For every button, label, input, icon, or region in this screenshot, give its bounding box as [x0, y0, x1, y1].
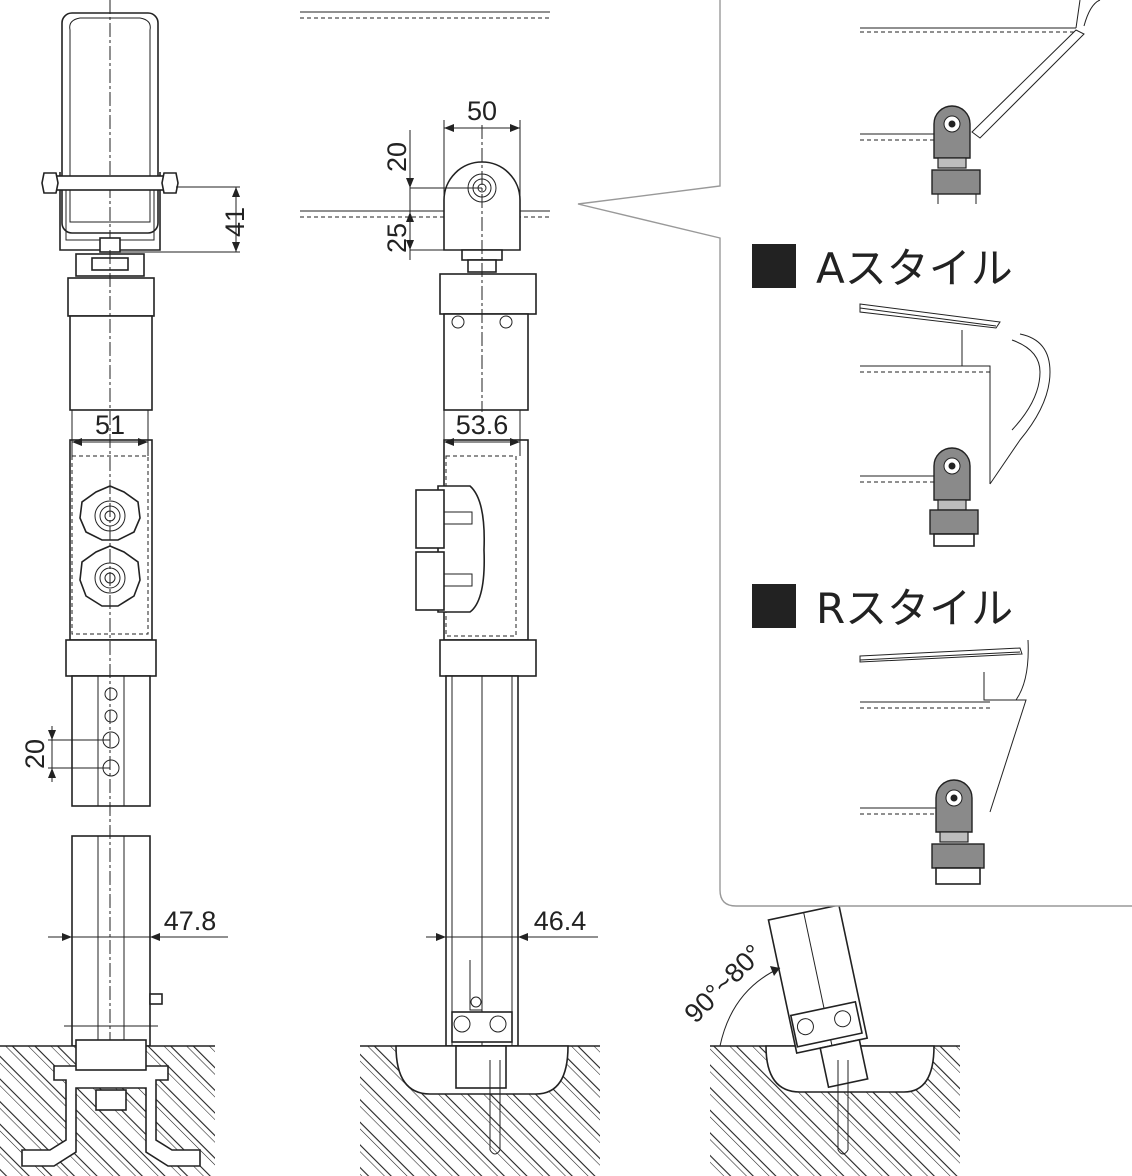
dimension-lines — [48, 120, 598, 941]
callout-panel: Aスタイル Rスタイル — [577, 0, 1132, 907]
side-view-left — [0, 0, 240, 1176]
dim-51: 51 — [95, 410, 125, 440]
tilted-view-bottom — [710, 904, 960, 1176]
r-style-drawing — [859, 639, 1029, 885]
a-style-drawing — [859, 303, 1051, 547]
dim-25: 25 — [382, 223, 412, 253]
dim-41: 41 — [220, 207, 250, 237]
a-style-marker-icon — [752, 244, 796, 288]
dim-50: 50 — [467, 96, 497, 126]
dim-47-8: 47.8 — [164, 906, 217, 936]
dim-20-top: 20 — [382, 142, 412, 172]
dim-46-4: 46.4 — [534, 906, 587, 936]
r-style-marker-icon — [752, 584, 796, 628]
r-style-title: Rスタイル — [816, 584, 1013, 633]
dim-20-holes: 20 — [20, 739, 50, 769]
a-style-title: Aスタイル — [816, 244, 1013, 293]
style-top-partial — [860, 0, 1101, 204]
front-view-middle — [300, 11, 600, 1176]
dim-53-6: 53.6 — [456, 410, 509, 440]
